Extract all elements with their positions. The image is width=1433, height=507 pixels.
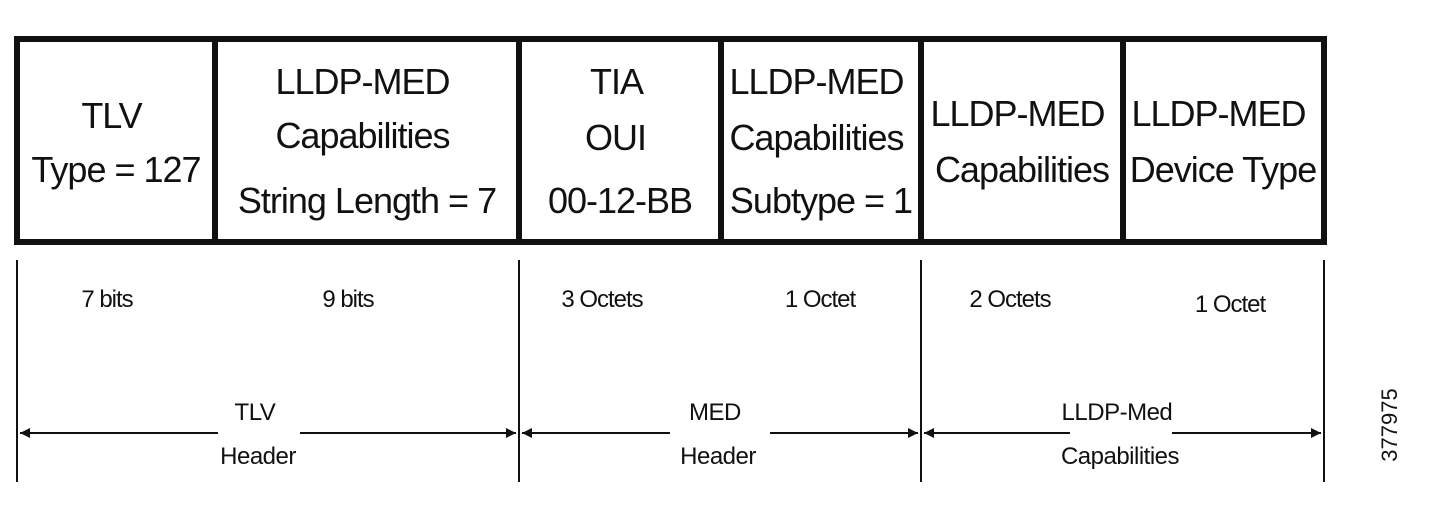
field-label-tia-oui: TIA OUI 00-12-BB (548, 61, 692, 221)
group-label-lldp-med-capabilities: LLDP-Med Capabilities (1061, 399, 1180, 470)
field-label-line: OUI (585, 117, 646, 158)
field-label-line: 00-12-BB (548, 180, 692, 221)
field-label-line: Capabilities (729, 117, 903, 158)
field-label-line: Device Type (1130, 149, 1316, 190)
field-label-line: Type = 127 (31, 149, 200, 190)
extension-lines (16, 260, 1325, 482)
field-label-line: TIA (590, 61, 644, 102)
field-label-device-type: LLDP-MED Device Type (1130, 93, 1316, 190)
field-label-line: Capabilities (275, 115, 449, 156)
figure-id: 377975 (1377, 388, 1402, 461)
field-label-tlv-type: TLV Type = 127 (31, 95, 200, 190)
group-label-line: LLDP-Med (1062, 399, 1173, 426)
field-label-line: LLDP-MED (930, 93, 1104, 134)
field-label-line: LLDP-MED (275, 61, 449, 102)
field-size-device-type: 1 Octet (1195, 291, 1267, 318)
group-label-line: TLV (235, 399, 276, 426)
field-label-line: TLV (81, 95, 142, 136)
field-label-line: LLDP-MED (729, 61, 903, 102)
field-label-line: Capabilities (935, 149, 1109, 190)
field-size-capabilities-subtype: 1 Octet (785, 286, 857, 313)
field-size-tia-oui: 3 Octets (561, 286, 643, 313)
field-label-line: LLDP-MED (1131, 93, 1305, 134)
group-label-line: Capabilities (1061, 443, 1180, 470)
field-label-capabilities: LLDP-MED Capabilities (930, 93, 1113, 190)
field-box-capabilities (918, 36, 1126, 245)
group-label-line: Header (220, 443, 296, 470)
field-box-tlv-type (14, 36, 218, 245)
group-label-tlv-header: TLV Header (220, 399, 296, 470)
field-size-string-length: 9 bits (322, 286, 374, 313)
field-size-tlv-type: 7 bits (81, 286, 133, 313)
field-label-line: String Length = 7 (238, 180, 496, 221)
field-label-line: Subtype = 1 (730, 180, 912, 221)
field-label-string-length: LLDP-MED Capabilities String Length = 7 (238, 61, 496, 221)
field-size-capabilities: 2 Octets (969, 286, 1051, 313)
group-label-line: Header (680, 443, 756, 470)
field-box-device-type (1120, 36, 1327, 245)
group-label-med-header: MED Header (680, 399, 756, 470)
field-boxes (14, 36, 1327, 245)
field-label-capabilities-subtype: LLDP-MED Capabilities Subtype = 1 (729, 61, 912, 221)
group-label-line: MED (689, 399, 741, 426)
